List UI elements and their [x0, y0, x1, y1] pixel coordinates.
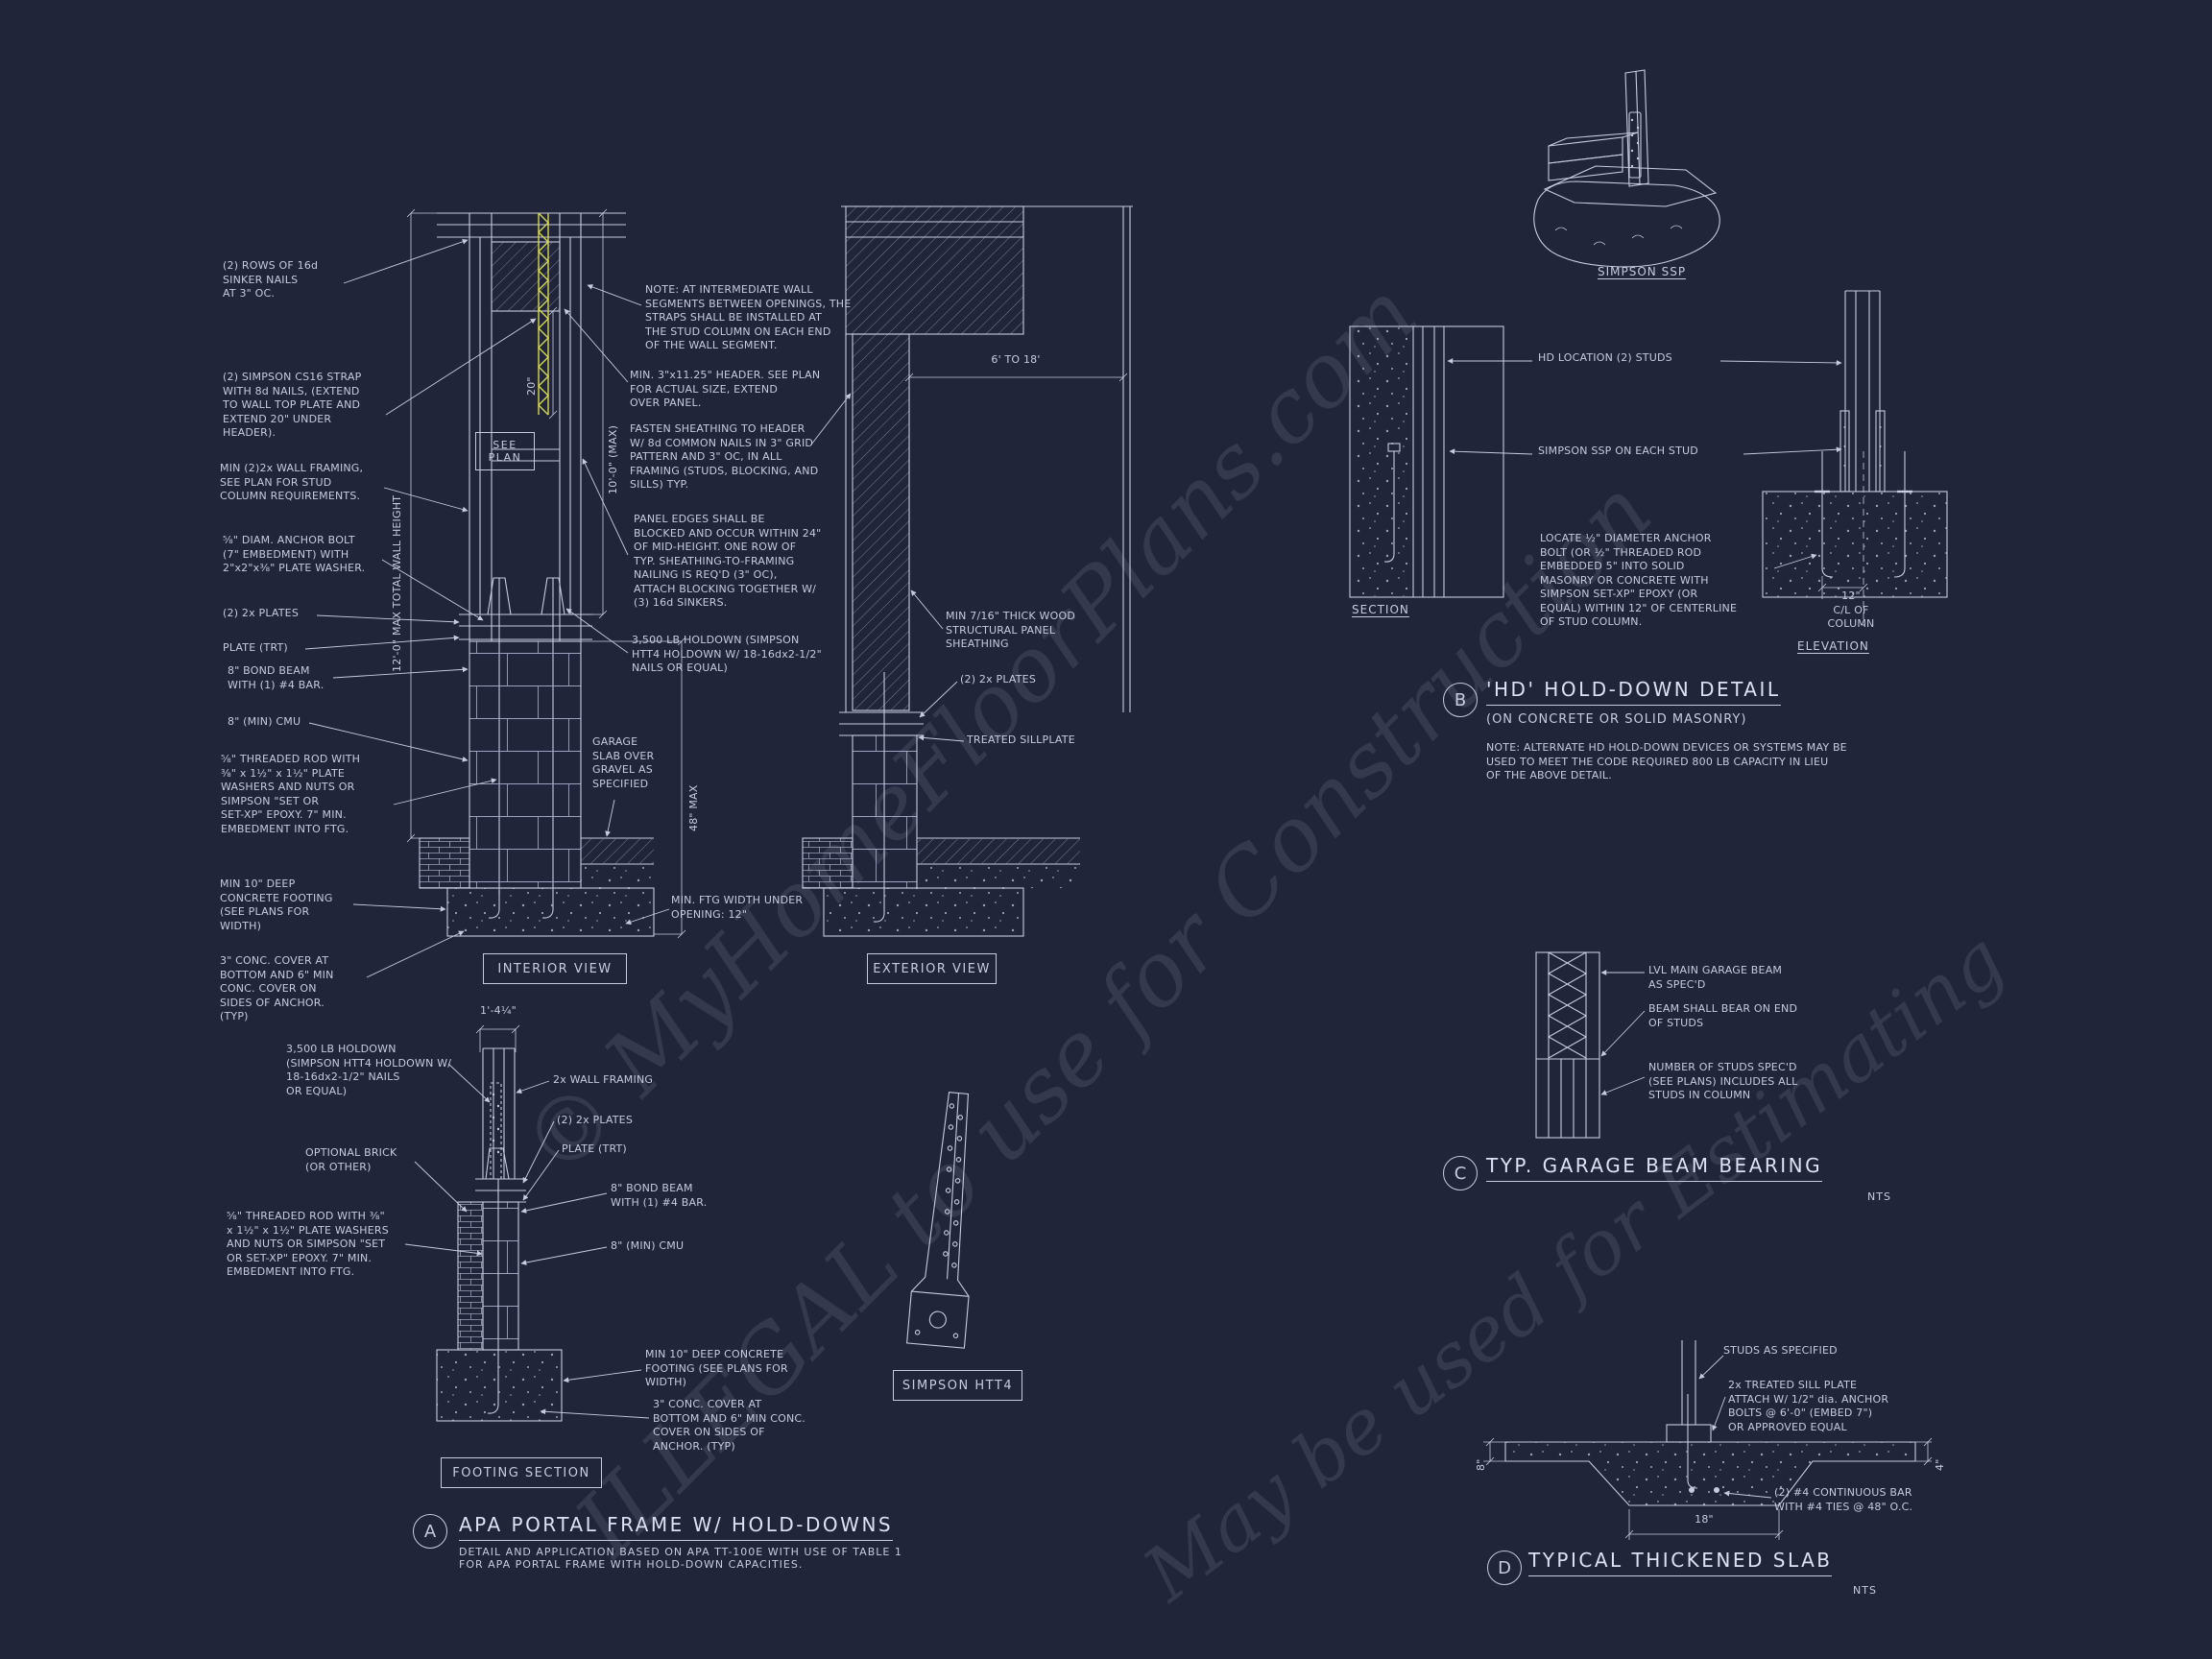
dim-12-cl-column: 12" C/L OF COLUMN: [1827, 589, 1875, 631]
note-fs-bond-beam: 8" BOND BEAM WITH (1) #4 BAR.: [611, 1182, 708, 1209]
detail-bubble-a: A: [413, 1514, 447, 1549]
detail-title-b: 'HD' HOLD-DOWN DETAIL: [1486, 678, 1781, 706]
note-conc-cover-interior: 3" CONC. COVER AT BOTTOM AND 6" MIN CONC…: [220, 954, 334, 1023]
note-fasten-sheathing: FASTEN SHEATHING TO HEADER W/ 8d COMMON …: [630, 422, 819, 492]
detail-title-c: TYP. GARAGE BEAM BEARING: [1486, 1154, 1823, 1182]
detail-nts-c: NTS: [1867, 1190, 1891, 1203]
detail-bubble-d: D: [1487, 1551, 1522, 1585]
simpson-htt4-title: SIMPSON HTT4: [893, 1370, 1022, 1401]
dimension-lines: [406, 208, 1933, 1540]
leader-lines: [304, 238, 1842, 1499]
note-lvl-beam: LVL MAIN GARAGE BEAM AS SPEC'D: [1648, 964, 1783, 991]
interior-view-title: INTERIOR VIEW: [483, 953, 627, 984]
footing-section-drawing: [436, 1047, 563, 1422]
note-plate-trt-interior: PLATE (TRT): [223, 641, 288, 654]
note-2x-plates-interior: (2) 2x PLATES: [223, 607, 300, 619]
dim-1-4-quarter: 1'-4¼": [480, 1004, 517, 1017]
dim-wall-height: 12'-0" MAX TOTAL WALL HEIGHT: [391, 494, 403, 672]
note-fs-plates: (2) 2x PLATES: [557, 1114, 634, 1126]
note-sheathing-exterior: MIN 7/16" THICK WOOD STRUCTURAL PANEL SH…: [946, 610, 1076, 651]
see-plan-box: SEE PLAN: [475, 432, 535, 470]
note-holdown-3500: 3,500 LB HOLDOWN (SIMPSON HTT4 HOLDOWN W…: [632, 634, 822, 675]
detail-nts-d: NTS: [1853, 1584, 1877, 1597]
detail-note-b: NOTE: ALTERNATE HD HOLD-DOWN DEVICES OR …: [1486, 741, 1847, 782]
detail-title-d: TYPICAL THICKENED SLAB: [1528, 1549, 1833, 1576]
simpson-ssp-label: SIMPSON SSP: [1598, 265, 1687, 278]
note-intermediate-segments: NOTE: AT INTERMEDIATE WALL SEGMENTS BETW…: [645, 283, 852, 352]
note-fs-holdown: 3,500 LB HOLDOWN (SIMPSON HTT4 HOLDOWN W…: [286, 1043, 452, 1097]
note-sill-plate-slab: 2x TREATED SILL PLATE ATTACH W/ 1/2" dia…: [1728, 1379, 1889, 1433]
dim-ten-max: 10'-0" (MAX): [607, 424, 619, 494]
note-threaded-rod-interior: ⅝" THREADED ROD WITH ⅜" x 1½" x 1½" PLAT…: [221, 753, 361, 835]
dim-eight: 8": [1475, 1458, 1487, 1471]
note-number-of-studs: NUMBER OF STUDS SPEC'D (SEE PLANS) INCLU…: [1648, 1061, 1798, 1102]
note-anchor-bolt: ⅝" DIAM. ANCHOR BOLT (7" EMBEDMENT) WITH…: [223, 534, 366, 575]
note-fs-optional-brick: OPTIONAL BRICK (OR OTHER): [305, 1146, 397, 1173]
exterior-view-title: EXTERIOR VIEW: [867, 953, 997, 984]
note-fs-plate-trt: PLATE (TRT): [562, 1142, 627, 1155]
note-sinker-nails: (2) ROWS OF 16d SINKER NAILS AT 3" OC.: [223, 259, 319, 301]
detail-sub-a: DETAIL AND APPLICATION BASED ON APA TT-1…: [459, 1546, 902, 1571]
note-locate-anchor: LOCATE ½" DIAMETER ANCHOR BOLT (OR ½" TH…: [1540, 532, 1738, 629]
detail-bubble-c: C: [1443, 1156, 1478, 1190]
note-garage-slab: GARAGE SLAB OVER GRAVEL AS SPECIFIED: [592, 735, 655, 790]
note-fs-footing: MIN 10" DEEP CONCRETE FOOTING (SEE PLANS…: [645, 1348, 788, 1389]
note-hd-location: HD LOCATION (2) STUDS: [1538, 351, 1672, 364]
note-2x-plates-exterior: (2) 2x PLATES: [960, 673, 1037, 685]
note-cmu-interior: 8" (MIN) CMU: [228, 715, 301, 728]
note-beam-bear: BEAM SHALL BEAR ON END OF STUDS: [1648, 1002, 1798, 1029]
detail-bubble-b: B: [1443, 683, 1478, 717]
note-wall-framing: MIN (2)2x WALL FRAMING, SEE PLAN FOR STU…: [220, 462, 364, 503]
footing-section-title: FOOTING SECTION: [441, 1457, 602, 1488]
thickened-slab-drawing: [1504, 1340, 1916, 1506]
note-continuous-bar: (2) #4 CONTINUOUS BAR WITH #4 TIES @ 48"…: [1774, 1486, 1913, 1513]
note-ssp-each-stud: SIMPSON SSP ON EACH STUD: [1538, 445, 1698, 457]
note-studs-specified: STUDS AS SPECIFIED: [1723, 1344, 1838, 1357]
simpson-ssp-sketch: [1533, 69, 1720, 268]
htt4-hardware-drawing: [906, 1092, 970, 1349]
note-footing-interior: MIN 10" DEEP CONCRETE FOOTING (SEE PLANS…: [220, 878, 333, 932]
note-fs-threaded-rod: ⅝" THREADED ROD WITH ⅜" x 1½" x 1½" PLAT…: [227, 1210, 389, 1279]
detail-sub-b: (ON CONCRETE OR SOLID MASONRY): [1486, 712, 1747, 727]
note-panel-edges: PANEL EDGES SHALL BE BLOCKED AND OCCUR W…: [634, 513, 822, 610]
hd-elevation-drawing: [1762, 290, 1948, 626]
dim-ftg-width: MIN. FTG WIDTH UNDER OPENING: 12": [671, 894, 804, 921]
interior-view-drawing: [419, 212, 655, 937]
note-fs-cmu: 8" (MIN) CMU: [611, 1239, 685, 1252]
elevation-label: ELEVATION: [1797, 639, 1869, 653]
detail-title-a: APA PORTAL FRAME W/ HOLD-DOWNS: [459, 1513, 894, 1541]
dim-six-to-18: 6' TO 18': [991, 353, 1041, 366]
dim-four: 4": [1934, 1458, 1946, 1471]
note-header-min: MIN. 3"x11.25" HEADER. SEE PLAN FOR ACTU…: [630, 369, 821, 410]
exterior-view-drawing: [802, 205, 1133, 937]
hd-section-drawing: [1349, 325, 1504, 598]
dim-48-max: 48" MAX: [687, 784, 700, 831]
note-fs-2x-framing: 2x WALL FRAMING: [553, 1073, 654, 1086]
dim-eighteen: 18": [1695, 1513, 1714, 1526]
note-fs-cover: 3" CONC. COVER AT BOTTOM AND 6" MIN CONC…: [653, 1398, 805, 1453]
note-cs16-strap: (2) SIMPSON CS16 STRAP WITH 8d NAILS, (E…: [223, 371, 362, 440]
note-bond-beam-interior: 8" BOND BEAM WITH (1) #4 BAR.: [228, 664, 325, 691]
cs16-strap-highlight: [538, 212, 549, 416]
section-label: SECTION: [1352, 603, 1409, 616]
note-treated-sillplate: TREATED SILLPLATE: [967, 733, 1075, 746]
garage-beam-drawing: [1535, 951, 1600, 1139]
dim-strap-20: 20": [525, 376, 538, 396]
